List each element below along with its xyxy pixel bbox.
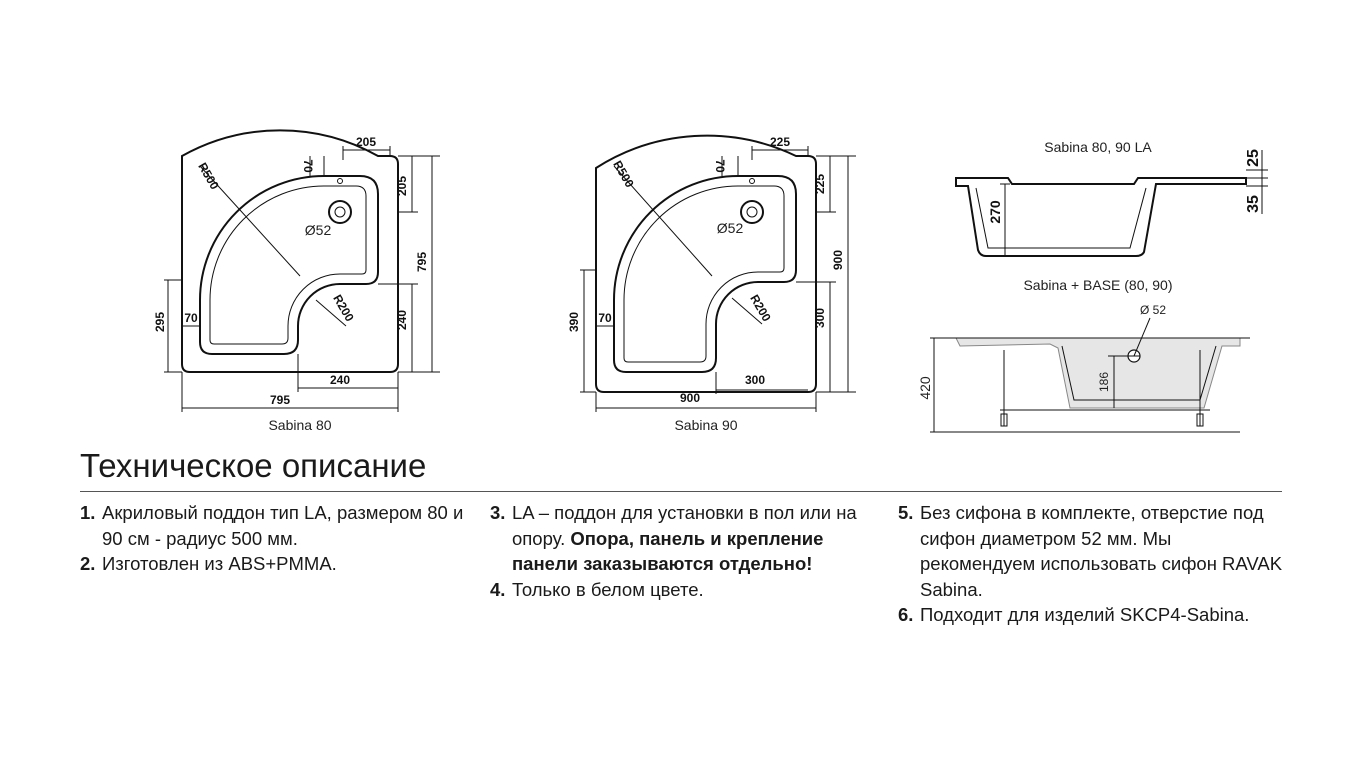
dim-left-height: 295 xyxy=(153,312,167,332)
dim-bottom-inner-90: 300 xyxy=(745,373,765,387)
spec-item-text-part: LA – поддон для установки в пол или на о… xyxy=(512,502,857,549)
spec-column-3: 5. Без сифона в комплекте, отверстие под … xyxy=(898,500,1288,628)
dim-radius-outer-90: R500 xyxy=(610,158,637,190)
spec-item-text: Изготовлен из ABS+PMMA. xyxy=(102,551,337,577)
diagram-section-la: Sabina 80, 90 LA 270 25 35 xyxy=(955,139,1268,257)
caption-sabina-90: Sabina 90 xyxy=(674,417,737,433)
dim-total-height: 795 xyxy=(415,252,429,272)
dim-right-top-90: 225 xyxy=(813,174,827,194)
spec-item-number: 5. xyxy=(898,502,914,523)
dim-bottom-inner: 240 xyxy=(330,373,350,387)
spec-item: 3. LA – поддон для установки в пол или на… xyxy=(490,500,880,577)
dim-total-width: 795 xyxy=(270,393,290,407)
dim-radius-outer: R500 xyxy=(195,160,222,192)
dim-total-height-90: 900 xyxy=(831,250,845,270)
dim-top: 25 xyxy=(1245,149,1262,167)
dim-radius-inner-90: R200 xyxy=(747,292,774,324)
dim-right-lower-90: 300 xyxy=(813,308,827,328)
spec-item-number: 4. xyxy=(490,578,506,600)
dim-bottom: 35 xyxy=(1245,195,1262,213)
spec-item-text-bold: Опора, панель и крепление панели заказыв… xyxy=(512,527,824,575)
dim-drain-90: Ø52 xyxy=(717,220,744,236)
dim-depth: 270 xyxy=(987,200,1003,224)
spec-item: 2. Изготовлен из ABS+PMMA. xyxy=(80,551,470,577)
diagram-section-base: Sabina + BASE (80, 90) 420 Ø 52 186 xyxy=(917,277,1250,433)
spec-item-text-part: Без сифона в комплекте, отверстие под си… xyxy=(920,502,1283,600)
dim-left-offset-90: 70 xyxy=(598,311,612,325)
spec-item-text: LA – поддон для установки в пол или на о… xyxy=(512,500,880,577)
diagram-sabina-90: 225 70 225 900 300 300 900 390 70 xyxy=(567,134,856,433)
dim-right-lower: 240 xyxy=(395,310,409,330)
dim-left-height-90: 390 xyxy=(567,312,581,332)
spec-item-text: Акриловый поддон тип LA, размером 80 и 9… xyxy=(102,500,470,551)
dim-right-top: 205 xyxy=(395,176,409,196)
spec-item: 5. Без сифона в комплекте, отверстие под … xyxy=(898,500,1288,602)
spec-item-text-part: Акриловый поддон тип LA, размером 80 и 9… xyxy=(102,502,464,549)
spec-item: 4. Только в белом цвете. xyxy=(490,577,880,603)
tray-outline-outer xyxy=(181,129,399,373)
technical-drawings: 205 70 205 795 240 240 795 295 70 xyxy=(153,129,1268,433)
spec-item-text-part: Только в белом цвете. xyxy=(512,578,704,600)
section-title: Техническое описание xyxy=(80,447,427,484)
spec-item: 1. Акриловый поддон тип LA, размером 80 и… xyxy=(80,500,470,551)
dim-height: 420 xyxy=(917,376,933,400)
spec-item-text-part: Изготовлен из ABS+PMMA. xyxy=(102,553,337,574)
overflow-hole xyxy=(337,178,343,184)
dim-drain-height: 186 xyxy=(1097,372,1111,392)
dim-left-offset: 70 xyxy=(184,311,198,325)
dim-top-offset-90: 70 xyxy=(713,159,727,173)
spec-item-number: 2. xyxy=(80,553,96,574)
spec-item-number: 1. xyxy=(80,502,96,523)
spec-column-1: 1. Акриловый поддон тип LA, размером 80 и… xyxy=(80,500,470,577)
dim-drain: Ø52 xyxy=(305,222,332,238)
drain-hole xyxy=(328,200,352,224)
spec-item-text: Только в белом цвете. xyxy=(512,577,704,603)
dim-top-width: 205 xyxy=(356,135,376,149)
caption-sabina-80: Sabina 80 xyxy=(268,417,331,433)
drain-hole-inner xyxy=(334,206,346,218)
title-divider xyxy=(80,491,1282,492)
dim-drain-base: Ø 52 xyxy=(1140,303,1166,317)
dim-total-width-90: 900 xyxy=(680,391,700,405)
spec-item-number: 3. xyxy=(490,502,506,523)
spec-item: 6. Подходит для изделий SKCP4-Sabina. xyxy=(898,602,1288,628)
diagram-sabina-80: 205 70 205 795 240 240 795 295 70 xyxy=(153,129,440,433)
spec-item-text-part: Подходит для изделий SKCP4-Sabina. xyxy=(920,604,1250,625)
spec-column-2: 3. LA – поддон для установки в пол или на… xyxy=(490,500,880,602)
spec-item-text: Без сифона в комплекте, отверстие под си… xyxy=(920,500,1288,602)
caption-section-la: Sabina 80, 90 LA xyxy=(1044,139,1152,155)
spec-item-text: Подходит для изделий SKCP4-Sabina. xyxy=(920,602,1249,628)
dim-top-offset: 70 xyxy=(301,159,315,173)
dim-top-width-90: 225 xyxy=(770,135,790,149)
caption-section-base: Sabina + BASE (80, 90) xyxy=(1023,277,1172,293)
tray-outline-inner2 xyxy=(209,185,367,345)
dim-radius-inner: R200 xyxy=(330,292,357,324)
spec-item-number: 6. xyxy=(898,604,914,625)
tray-outline-inner xyxy=(199,175,379,355)
